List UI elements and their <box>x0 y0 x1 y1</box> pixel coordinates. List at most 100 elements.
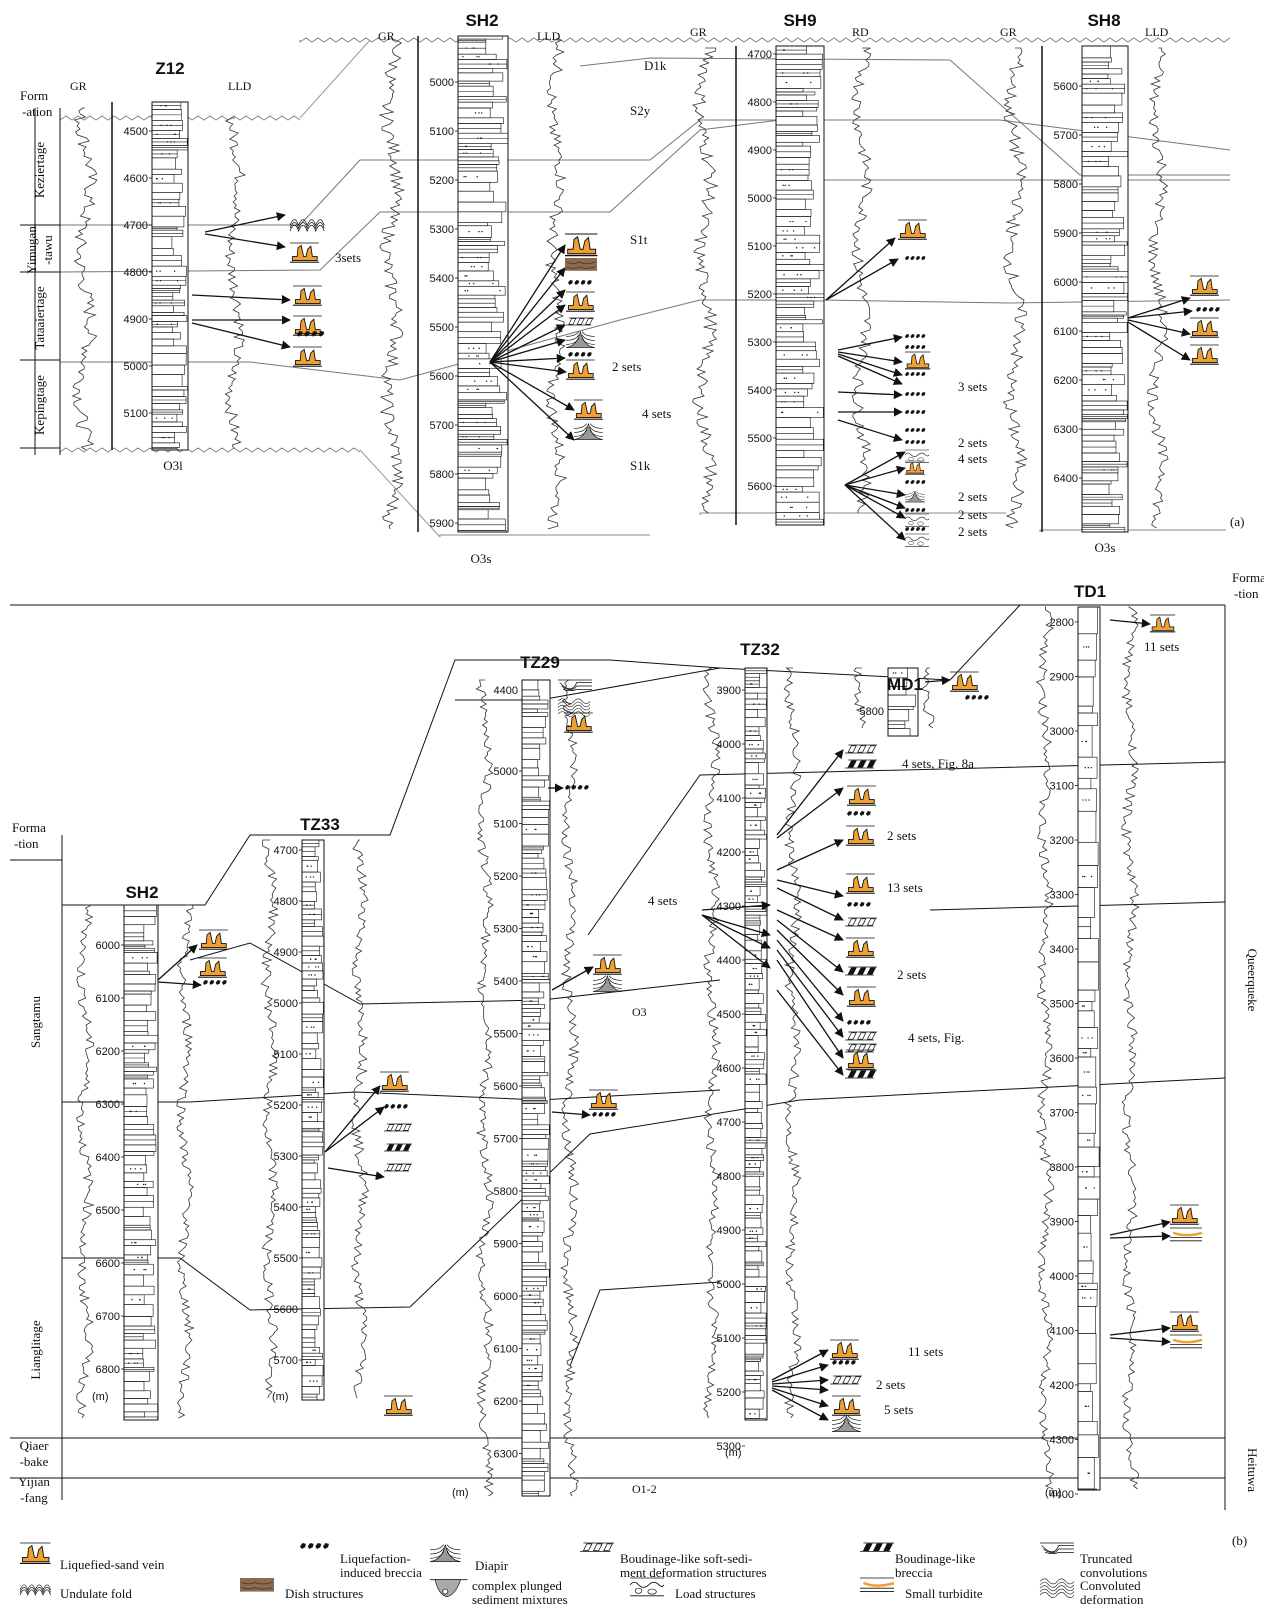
bed-dot <box>527 1025 530 1027</box>
diapir-line <box>573 423 603 429</box>
bed-dot <box>468 347 470 350</box>
liquefied-sand-vein-icon <box>293 346 322 367</box>
bed-dot <box>306 1201 309 1203</box>
convolution-line <box>561 685 593 691</box>
bed-dot <box>134 1168 136 1170</box>
depth-label: 4900 <box>748 145 772 157</box>
bed-dot <box>1109 238 1111 240</box>
fold-line <box>19 1584 51 1591</box>
dish-structures-icon <box>565 258 597 271</box>
bed-dot <box>468 282 471 285</box>
meter-label: (m) <box>92 1391 109 1403</box>
bed-dot <box>1084 1285 1087 1288</box>
correlation-line <box>579 57 1230 176</box>
bed-dot <box>1090 767 1092 769</box>
well-tz33-b-name: TZ33 <box>300 815 340 834</box>
sand-vein-shape <box>594 956 621 974</box>
diapir-shape <box>565 331 595 348</box>
bed-dot <box>792 230 795 232</box>
breccia-clast <box>910 440 915 445</box>
liquefied-sand-vein-icon <box>830 1339 859 1360</box>
fold-line <box>19 1587 51 1594</box>
bed-dot <box>1085 1171 1088 1173</box>
diapir-shape <box>573 423 603 440</box>
diapir-icon <box>904 490 925 503</box>
formation-header: -tion <box>1234 586 1259 601</box>
legend-label: sediment mixtures <box>472 1592 568 1607</box>
gr-curve <box>76 904 95 1419</box>
liquefied-sand-vein-icon <box>846 937 875 958</box>
bed-dot <box>535 1179 538 1181</box>
boudin <box>866 918 876 926</box>
depth-label: 5200 <box>748 289 772 301</box>
panel-label: (b) <box>1232 1533 1247 1548</box>
depth-label: 5800 <box>1054 179 1078 191</box>
arrow <box>701 914 771 949</box>
liquefaction-breccia-icon <box>905 256 926 261</box>
bed-dot <box>499 290 501 292</box>
arrow <box>837 351 903 366</box>
bed-dot <box>312 1081 314 1084</box>
arrow <box>776 949 844 1038</box>
depth-label: 5600 <box>430 371 454 383</box>
boudinage-breccia-icon <box>845 966 878 976</box>
liquefaction-breccia-icon <box>592 1112 616 1117</box>
arrow <box>844 484 906 499</box>
depth-label: 5000 <box>430 77 454 89</box>
breccia-clast <box>921 372 926 377</box>
breccia-clast <box>905 508 910 513</box>
bed-dot <box>1105 238 1107 240</box>
depth-label: 6100 <box>1054 326 1078 338</box>
liquefaction-breccia-icon <box>905 428 926 433</box>
breccia-clast <box>318 331 325 337</box>
depth-label: 6400 <box>1054 473 1078 485</box>
sand-vein-shape <box>294 317 321 335</box>
breccia-clast <box>390 1104 396 1109</box>
formation-name: -bake <box>20 1454 49 1469</box>
legend-label: Boudinage-like soft-sedi- <box>620 1551 753 1566</box>
liquefied-sand-vein-icon <box>1190 317 1219 338</box>
liquefied-sand-vein-icon <box>847 785 876 806</box>
bed-dot <box>1081 740 1084 743</box>
formation-name: Qiaer <box>20 1438 50 1453</box>
bed-dot <box>315 958 317 960</box>
bed-dot <box>530 1359 533 1362</box>
depth-label: 6100 <box>96 993 120 1005</box>
unit-label: O3l <box>163 458 183 473</box>
sand-vein-shape <box>294 348 321 366</box>
bed-dot <box>755 804 757 806</box>
sand-vein-shape <box>590 1091 617 1109</box>
boudin <box>394 1144 403 1151</box>
arrow <box>1127 319 1191 337</box>
breccia-clast <box>583 785 589 790</box>
bed-dot <box>750 890 752 892</box>
sand-vein-shape <box>22 1544 50 1563</box>
liquefaction-breccia-icon <box>847 1020 871 1025</box>
dish-line <box>241 1586 273 1590</box>
liquefied-sand-vein-icon <box>20 1542 51 1565</box>
depth-label: 5400 <box>274 1202 298 1214</box>
boudin <box>847 1044 857 1052</box>
boudin <box>386 1164 395 1171</box>
bed-dot <box>529 1214 532 1216</box>
bed-dot <box>131 1241 133 1244</box>
breccia-clast <box>1202 307 1208 312</box>
breccia-clast <box>921 527 926 532</box>
liquefied-sand-vein-icon <box>1190 344 1219 365</box>
liquefaction-breccia-icon <box>905 508 926 513</box>
well-td1-b-name: TD1 <box>1074 582 1106 601</box>
dish-structures-icon <box>240 1578 274 1592</box>
bed-dot <box>535 1349 538 1351</box>
liquefied-sand-vein-icon <box>846 873 875 894</box>
bed-dot <box>478 56 480 58</box>
bed-dot <box>754 1163 756 1165</box>
fold-line <box>289 222 325 230</box>
bed-dot <box>474 380 476 382</box>
formation-header: -tion <box>14 836 39 851</box>
well-sh2-b-name: SH2 <box>125 883 158 902</box>
breccia-clast <box>311 331 317 337</box>
bed-dot <box>307 1361 309 1364</box>
bed-dot <box>530 912 533 915</box>
arrow <box>1109 1231 1171 1241</box>
depth-label: 5800 <box>494 1186 518 1198</box>
